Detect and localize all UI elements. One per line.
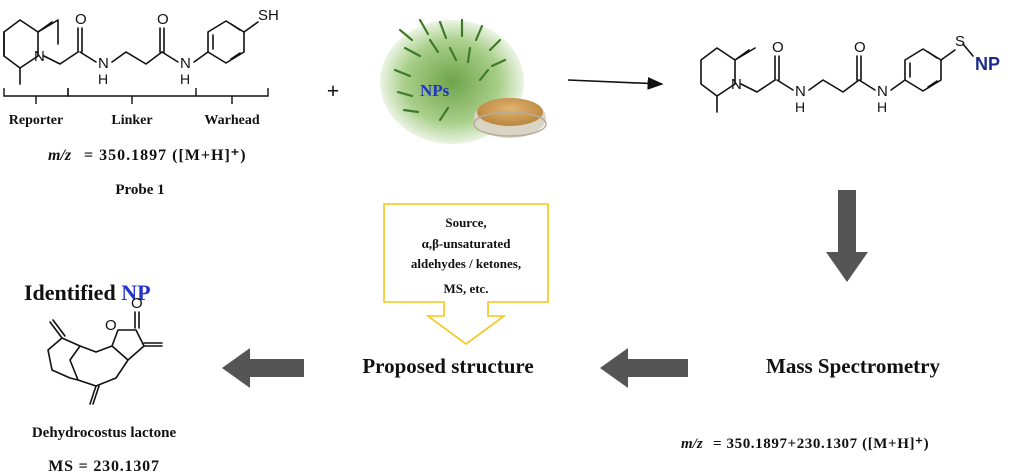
filter-box-line-4: MS, etc.: [443, 281, 488, 296]
probe-atom-o1: O: [75, 11, 87, 28]
probe-mz-prefix: m/z: [48, 147, 72, 164]
adduct-atom-nh2-n: N: [877, 83, 888, 100]
step-mass-spectrometry: Mass Spectrometry: [766, 354, 940, 378]
filter-box: [383, 203, 549, 345]
plus-sign: +: [327, 78, 340, 103]
adduct-mz-prefix: m/z: [681, 436, 703, 452]
identified-compound-name: Dehydrocostus lactone: [32, 425, 177, 441]
filter-box-line-1: Source,: [445, 215, 486, 230]
adduct-mz-value: = 350.1897+230.1307 ([M+H]⁺): [713, 436, 929, 452]
filter-box-line-3: aldehydes / ketones,: [411, 256, 521, 271]
reaction-arrow: [567, 76, 664, 90]
identified-title-np: NP: [121, 280, 150, 305]
down-arrow: [826, 190, 868, 282]
segment-label-reporter: Reporter: [9, 113, 63, 128]
adduct-atom-nh1-n: N: [795, 83, 806, 100]
dehydrocostus-lactone-structure: [47, 311, 163, 405]
natural-products-image: [380, 18, 547, 144]
identified-title-prefix: Identified: [24, 280, 121, 305]
segment-label-linker: Linker: [111, 113, 152, 128]
adduct-atom-o1: O: [772, 39, 784, 56]
adduct-np-label: NP: [975, 54, 1000, 74]
left-arrow-ms-to-proposed: [600, 348, 688, 388]
identified-title: Identified NP: [24, 280, 151, 305]
probe-atom-nh1-h: H: [98, 71, 108, 87]
probe-structure: [3, 19, 259, 85]
probe-atom-n-ring: N: [34, 48, 45, 65]
adduct-structure: [700, 43, 974, 113]
probe-atom-nh2-h: H: [180, 71, 190, 87]
adduct-atom-n-ring: N: [731, 76, 742, 93]
left-arrow-proposed-to-identified: [222, 348, 304, 388]
segment-label-warhead: Warhead: [204, 113, 259, 128]
adduct-atom-o2: O: [854, 39, 866, 56]
probe-mz-value: = 350.1897 ([M+H]⁺): [84, 147, 247, 164]
probe-atom-o2: O: [157, 11, 169, 28]
identified-ms-value: MS = 230.1307: [48, 458, 160, 475]
adduct-atom-s: S: [955, 33, 965, 50]
probe-atom-nh1-n: N: [98, 55, 109, 72]
step-proposed-structure: Proposed structure: [362, 354, 533, 378]
natural-products-label: NPs: [420, 81, 450, 100]
probe-atom-sh: SH: [258, 7, 279, 24]
segment-braces: [3, 88, 269, 104]
filter-box-line-2: α,β-unsaturated: [422, 236, 512, 251]
adduct-atom-nh2-h: H: [877, 99, 887, 115]
lactone-atom-o-ring: O: [105, 317, 117, 334]
adduct-atom-nh1-h: H: [795, 99, 805, 115]
probe-name: Probe 1: [115, 182, 164, 198]
lactone-atom-o-carbonyl: O: [131, 295, 143, 312]
probe-atom-nh2-n: N: [180, 55, 191, 72]
